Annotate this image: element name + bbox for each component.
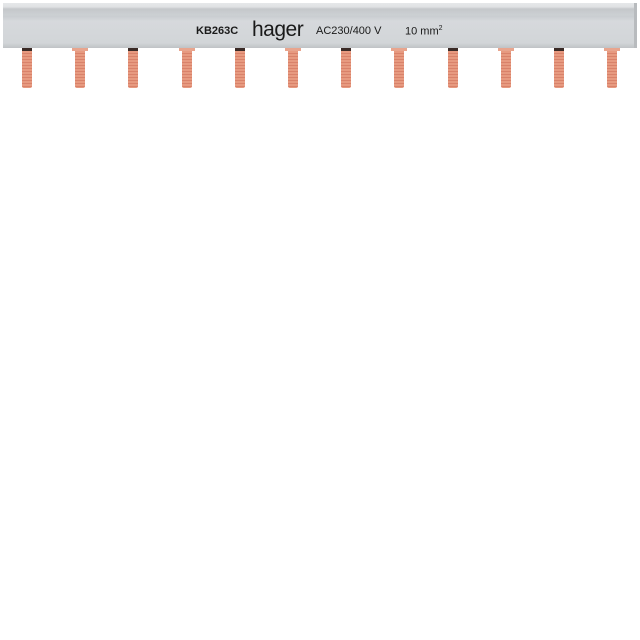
cross-section-value: 10 mm <box>405 25 439 38</box>
connector-pin <box>178 48 195 88</box>
connector-pin <box>554 48 564 88</box>
connector-pin <box>128 48 139 88</box>
connector-pin <box>341 48 352 88</box>
connector-pin <box>604 48 621 88</box>
voltage-label: AC230/400 V <box>316 25 382 37</box>
connector-pin <box>391 48 408 88</box>
cross-section-exponent: 2 <box>438 25 443 32</box>
connector-pin <box>285 48 301 88</box>
connector-pin <box>234 48 245 88</box>
cross-section-label: 10 mm2 <box>405 25 443 38</box>
busbar: KB263C hager AC230/400 V 10 mm2 <box>3 3 637 48</box>
connector-pin <box>72 48 89 88</box>
brand-logo: hager <box>252 18 304 41</box>
connector-pin <box>22 48 32 88</box>
bar-end <box>634 3 637 48</box>
model-label: KB263C <box>196 25 239 37</box>
connector-pin <box>497 48 514 88</box>
connector-pin <box>447 48 458 88</box>
